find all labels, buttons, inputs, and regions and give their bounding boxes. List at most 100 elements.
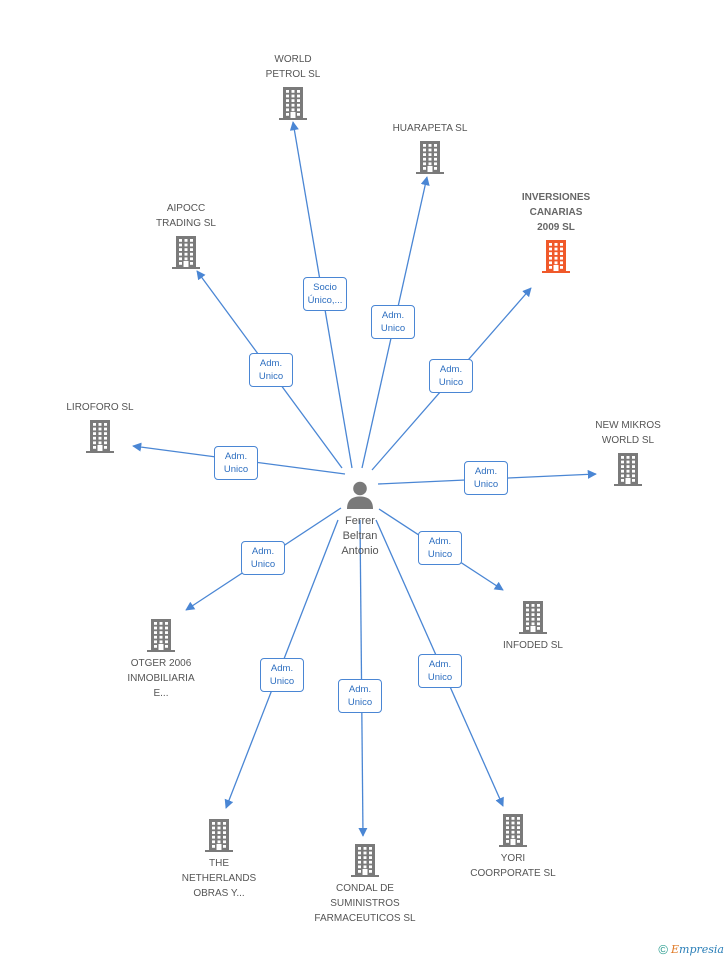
company-name-line: NEW MIKROS	[595, 420, 661, 431]
relation-badge-netherlands[interactable]: Adm. Unico	[260, 658, 304, 692]
brand-rest: mpresia	[679, 943, 724, 956]
company-name-line: AIPOCC	[166, 203, 206, 214]
relation-label-line: Adm.	[224, 451, 248, 462]
company-name: YORI COORPORATE SL	[438, 851, 588, 881]
brand-first-letter: E	[671, 943, 680, 956]
relation-label-line: Adm.	[259, 358, 283, 369]
company-name: INFODED SL	[458, 638, 608, 653]
company-name-line: SUMINISTROS	[330, 898, 400, 909]
relation-label-line: Único,...	[307, 295, 343, 306]
company-name-line: THE	[209, 858, 229, 869]
person-name-line-2: Beltran	[342, 530, 378, 542]
relation-label-line: Unico	[250, 559, 276, 570]
company-name-line: INVERSIONES	[521, 192, 591, 203]
relation-badge-aipocc[interactable]: Adm. Unico	[249, 353, 293, 387]
company-name-line: CANARIAS	[529, 207, 583, 218]
building-icon	[290, 843, 440, 877]
company-name-line: YORI	[500, 853, 526, 864]
relation-label-line: Unico	[269, 676, 295, 687]
building-icon	[25, 419, 175, 453]
company-name-line: TRADING SL	[155, 218, 216, 229]
building-icon	[355, 140, 505, 174]
company-node-yori[interactable]: YORI COORPORATE SL	[438, 813, 588, 881]
company-node-infoded[interactable]: INFODED SL	[458, 600, 608, 653]
company-name: THE NETHERLANDS OBRAS Y...	[144, 856, 294, 901]
relation-badge-infoded[interactable]: Adm. Unico	[418, 531, 462, 565]
relation-label-line: Adm.	[474, 466, 498, 477]
company-name: WORLD PETROL SL	[218, 52, 368, 82]
relation-badge-huarapeta[interactable]: Adm. Unico	[371, 305, 415, 339]
company-name-line: FARMACEUTICOS SL	[314, 913, 416, 924]
relation-badge-inversiones-canarias[interactable]: Adm. Unico	[429, 359, 473, 393]
company-name-line: E...	[153, 688, 169, 699]
building-icon	[86, 618, 236, 652]
person-icon	[347, 481, 373, 509]
relation-label-line: Adm.	[428, 659, 452, 670]
relation-label-line: Adm.	[270, 663, 294, 674]
person-name-line-1: Ferrer	[345, 515, 375, 527]
company-name-line: CONDAL DE	[336, 883, 394, 894]
relation-label-line: Adm.	[251, 546, 275, 557]
company-name-line: PETROL SL	[265, 69, 321, 80]
company-name: CONDAL DE SUMINISTROS FARMACEUTICOS SL	[290, 881, 440, 926]
company-name: AIPOCC TRADING SL	[111, 201, 261, 231]
relation-label-line: Unico	[347, 697, 373, 708]
relation-badge-otger[interactable]: Adm. Unico	[241, 541, 285, 575]
link-condal	[358, 519, 368, 837]
company-name-line: OTGER 2006	[130, 658, 192, 669]
company-node-world-petrol[interactable]: WORLD PETROL SL	[218, 52, 368, 120]
company-node-condal[interactable]: CONDAL DE SUMINISTROS FARMACEUTICOS SL	[290, 843, 440, 926]
relation-badge-new-mikros[interactable]: Adm. Unico	[464, 461, 508, 495]
company-name-line: 2009 SL	[537, 222, 575, 233]
relation-label-line: Socio	[313, 282, 337, 293]
company-name-line: OBRAS Y...	[193, 888, 245, 899]
building-icon	[553, 452, 703, 486]
company-name-line: INFODED SL	[502, 640, 563, 651]
company-name: LIROFORO SL	[25, 400, 175, 415]
company-name-line: HUARAPETA SL	[392, 123, 468, 134]
footer-brand[interactable]: © Empresia	[658, 942, 724, 957]
company-node-liroforo[interactable]: LIROFORO SL	[25, 400, 175, 453]
relation-label-line: Adm.	[428, 536, 452, 547]
relation-label-line: Unico	[438, 377, 464, 388]
company-name-line: NETHERLANDS	[181, 873, 257, 884]
building-icon	[438, 813, 588, 847]
company-node-aipocc[interactable]: AIPOCC TRADING SL	[111, 201, 261, 269]
building-icon	[218, 86, 368, 120]
company-node-new-mikros[interactable]: NEW MIKROS WORLD SL	[553, 418, 703, 486]
relation-badge-liroforo[interactable]: Adm. Unico	[214, 446, 258, 480]
company-name-line: LIROFORO SL	[66, 402, 134, 413]
company-name-line: WORLD SL	[601, 435, 655, 446]
building-icon	[111, 235, 261, 269]
relation-label-line: Adm.	[381, 310, 405, 321]
relation-label-line: Unico	[380, 323, 406, 334]
company-node-netherlands[interactable]: THE NETHERLANDS OBRAS Y...	[144, 818, 294, 901]
building-icon	[458, 600, 608, 634]
person-name: Ferrer Beltran Antonio	[310, 514, 410, 559]
person-name-line-3: Antonio	[341, 545, 379, 557]
company-node-huarapeta[interactable]: HUARAPETA SL	[355, 121, 505, 174]
company-name-line: COORPORATE SL	[470, 868, 556, 879]
company-name: HUARAPETA SL	[355, 121, 505, 136]
company-name-line: WORLD	[274, 54, 312, 65]
company-node-inversiones-canarias[interactable]: INVERSIONES CANARIAS 2009 SL	[481, 190, 631, 273]
relation-label-line: Adm.	[439, 364, 463, 375]
company-name: NEW MIKROS WORLD SL	[553, 418, 703, 448]
relation-badge-yori[interactable]: Adm. Unico	[418, 654, 462, 688]
relation-label-line: Unico	[473, 479, 499, 490]
copyright-symbol: ©	[658, 942, 668, 957]
building-icon	[481, 239, 631, 273]
relation-badge-condal[interactable]: Adm. Unico	[338, 679, 382, 713]
relation-label-line: Unico	[258, 371, 284, 382]
brand-logo: Empresia	[671, 943, 724, 956]
company-name: INVERSIONES CANARIAS 2009 SL	[481, 190, 631, 235]
relation-label-line: Adm.	[348, 684, 372, 695]
relation-label-line: Unico	[427, 549, 453, 560]
relation-label-line: Unico	[223, 464, 249, 475]
relation-label-line: Unico	[427, 672, 453, 683]
company-name-line: INMOBILIARIA	[127, 673, 195, 684]
